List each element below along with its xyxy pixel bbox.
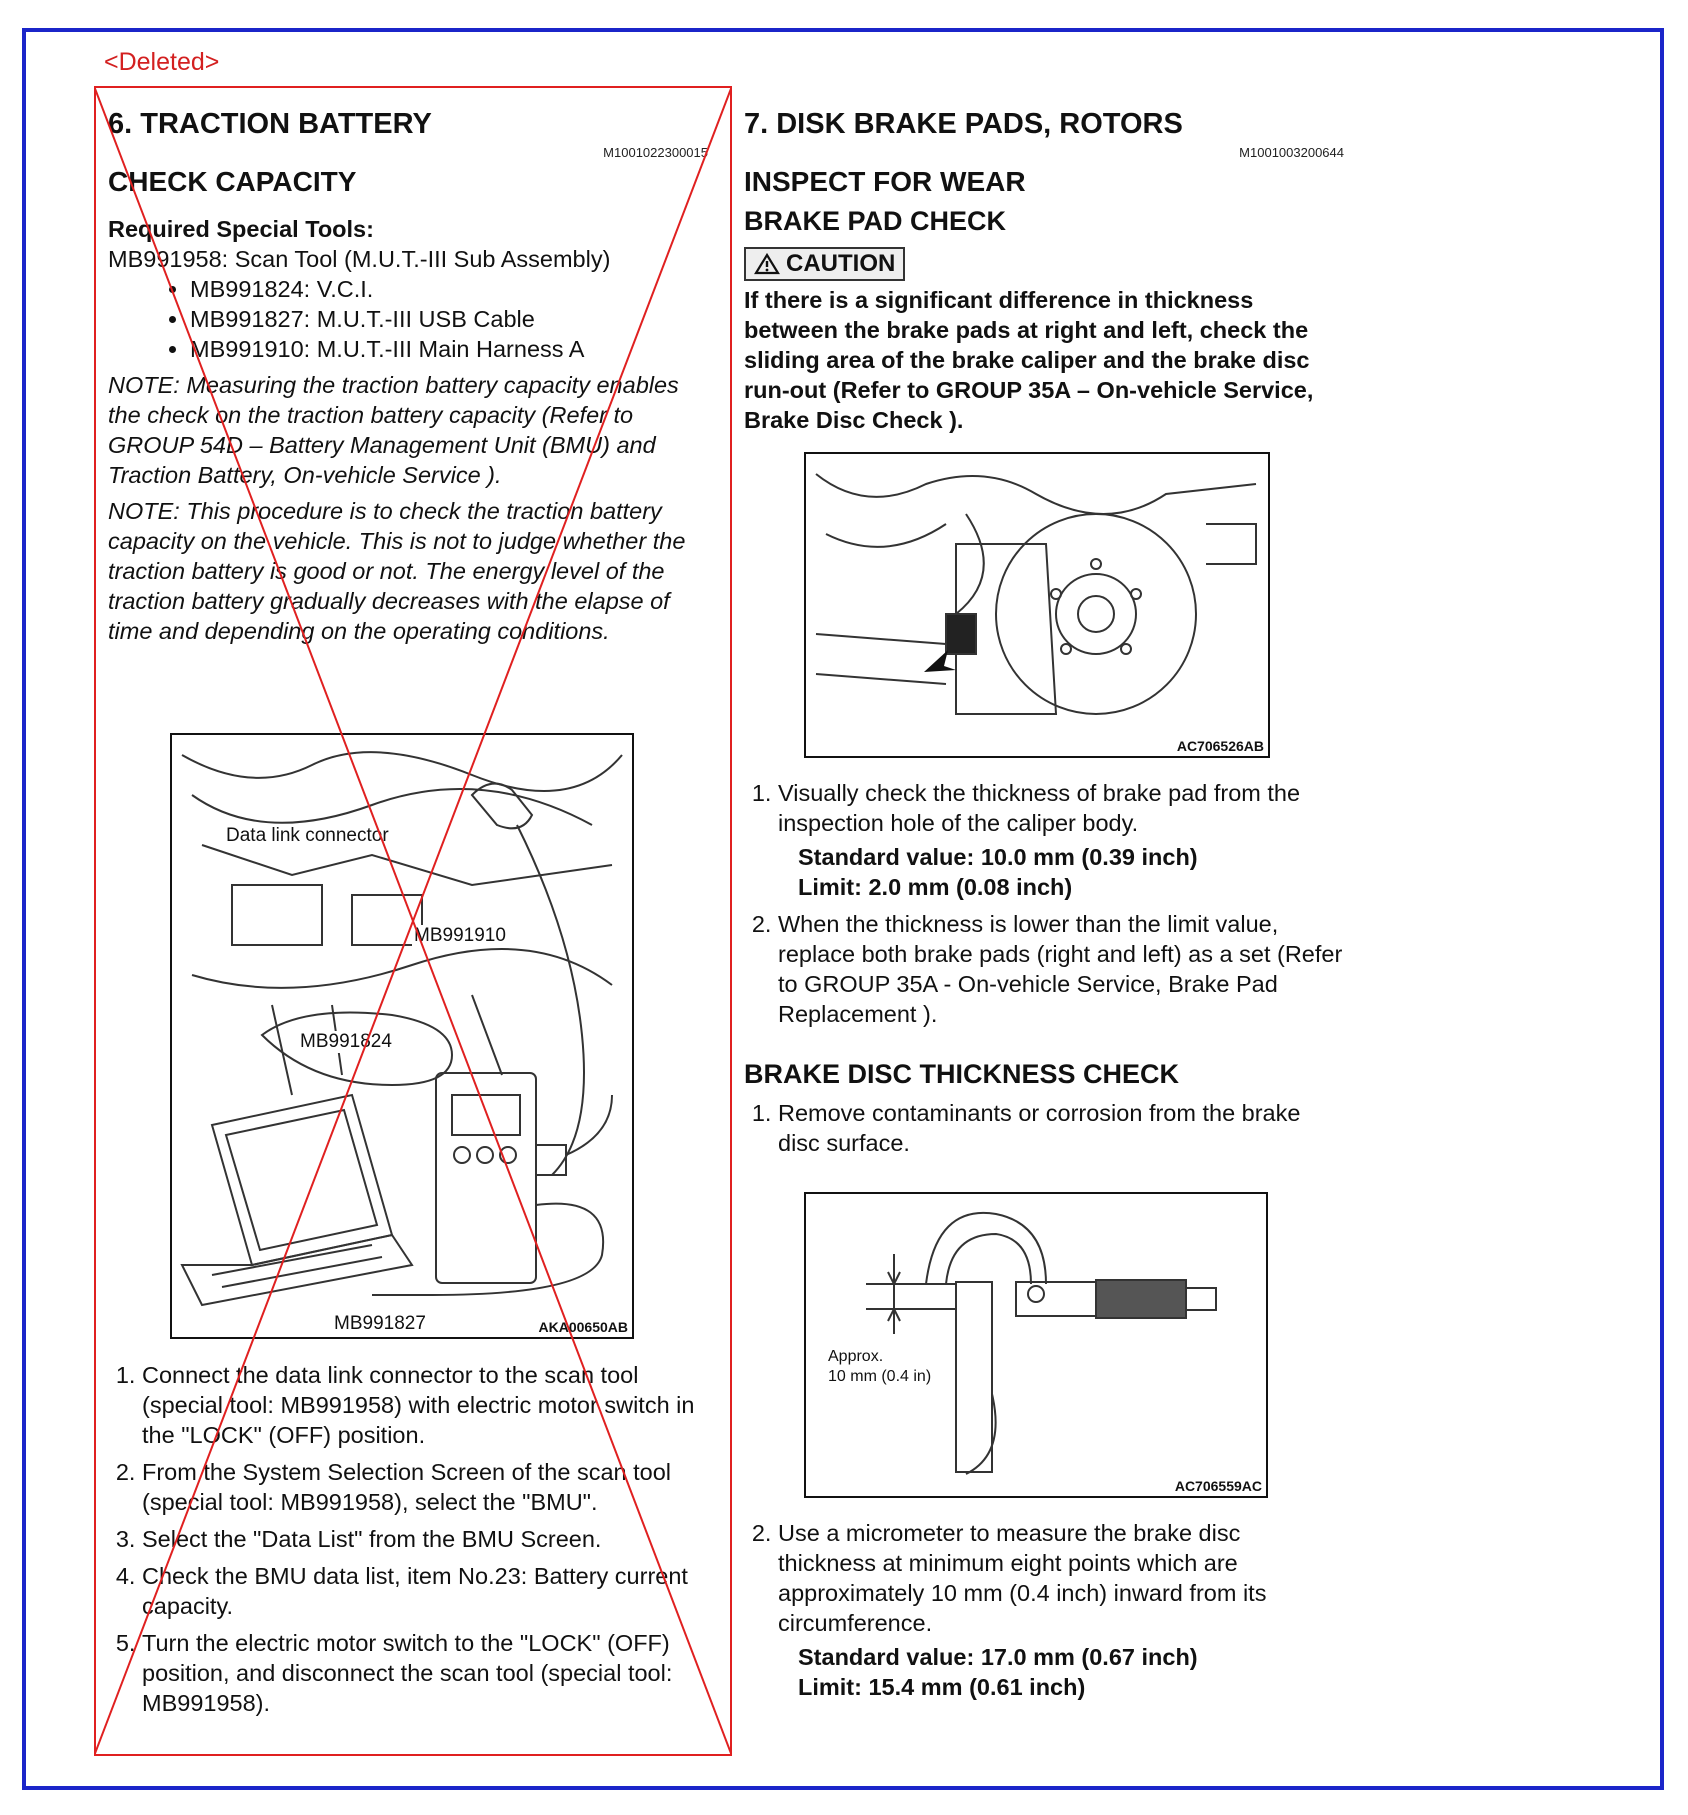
section-brake-disc-thickness: BRAKE DISC THICKNESS CHECK xyxy=(744,1059,1180,1089)
caution-box-wrap: CAUTION xyxy=(744,247,1344,281)
section-brake-pad-check: BRAKE PAD CHECK xyxy=(744,206,1007,236)
caution-text: If there is a significant difference in … xyxy=(744,287,1314,433)
pad-step-2: When the thickness is lower than the lim… xyxy=(778,909,1344,1029)
disc-standard-value: Standard value: 17.0 mm (0.67 inch) xyxy=(798,1644,1198,1670)
fig2-label-10mm: 10 mm (0.4 in) xyxy=(826,1368,934,1386)
micrometer-figure: Approx. 10 mm (0.4 in) AC706559AC xyxy=(804,1192,1268,1498)
fig1-code: AC706526AB xyxy=(1176,738,1264,754)
right-doc-code: M1001003200644 xyxy=(1239,145,1344,160)
warning-triangle-icon xyxy=(754,253,780,275)
right-subheading: INSPECT FOR WEAR xyxy=(744,166,1026,197)
deleted-section-box xyxy=(94,86,732,1756)
brake-caliper-illustration xyxy=(815,473,1257,715)
disc-step2-section: Use a micrometer to measure the brake di… xyxy=(744,1518,1344,1709)
pad-steps-list: Visually check the thickness of brake pa… xyxy=(744,778,1344,1029)
pad-step-1-text: Visually check the thickness of brake pa… xyxy=(778,780,1301,836)
disc-step-2: Use a micrometer to measure the brake di… xyxy=(778,1518,1344,1702)
pad-standard-value: Standard value: 10.0 mm (0.39 inch) xyxy=(798,844,1198,870)
fig2-code: AC706559AC xyxy=(1174,1478,1262,1494)
disc-step-1: Remove contaminants or corrosion from th… xyxy=(778,1098,1344,1158)
page-frame xyxy=(22,28,1664,1790)
pad-steps-section: Visually check the thickness of brake pa… xyxy=(744,778,1344,1165)
caution-badge: CAUTION xyxy=(744,247,906,281)
disc-steps-list-1: Remove contaminants or corrosion from th… xyxy=(744,1098,1344,1158)
caution-label: CAUTION xyxy=(786,250,896,277)
pad-limit-value: Limit: 2.0 mm (0.08 inch) xyxy=(798,874,1073,900)
disc-steps-list-2: Use a micrometer to measure the brake di… xyxy=(744,1518,1344,1702)
deleted-label: <Deleted> xyxy=(104,48,220,76)
right-column: 7. DISK BRAKE PADS, ROTORS M100100320064… xyxy=(744,108,1344,435)
pad-step-1: Visually check the thickness of brake pa… xyxy=(778,778,1344,902)
micrometer-illustration xyxy=(866,1211,1217,1475)
brake-caliper-figure: AC706526AB xyxy=(804,452,1270,758)
right-heading: 7. DISK BRAKE PADS, ROTORS xyxy=(744,108,1183,140)
disc-step-2-text: Use a micrometer to measure the brake di… xyxy=(778,1520,1267,1636)
fig2-label-approx: Approx. xyxy=(826,1348,886,1366)
disc-limit-value: Limit: 15.4 mm (0.61 inch) xyxy=(798,1674,1086,1700)
